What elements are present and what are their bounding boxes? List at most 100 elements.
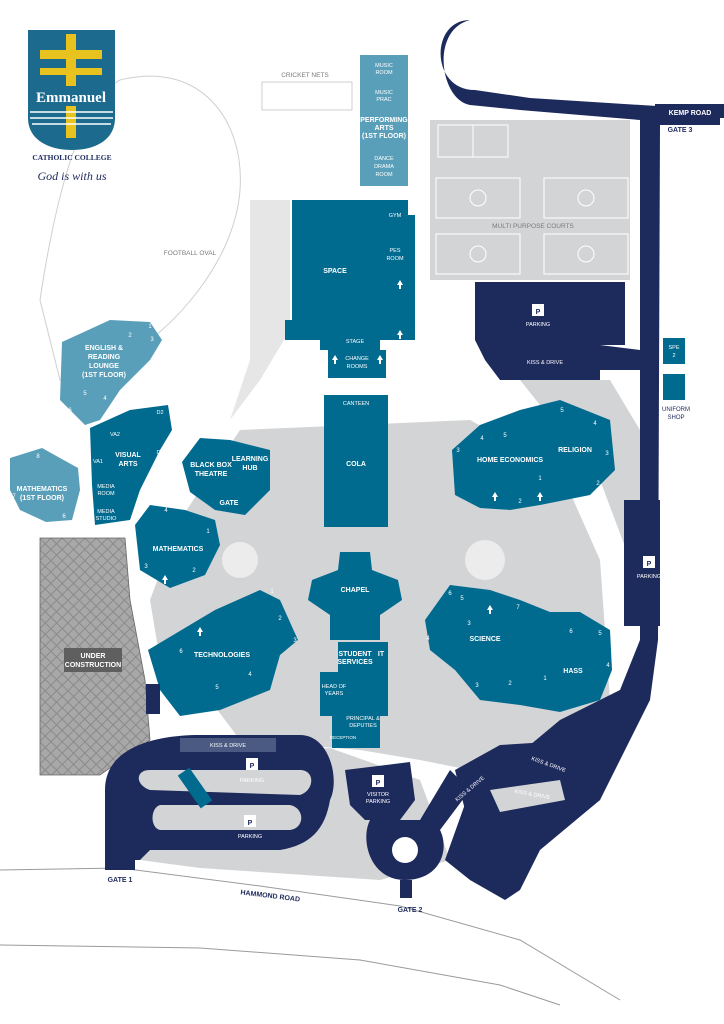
svg-text:6: 6 xyxy=(68,408,72,414)
svg-text:YEARS: YEARS xyxy=(325,691,344,697)
cricket-nets xyxy=(261,81,353,111)
svg-text:DEPUTIES: DEPUTIES xyxy=(349,723,377,729)
svg-text:3: 3 xyxy=(293,638,297,644)
svg-text:4: 4 xyxy=(593,421,597,427)
science-label: SCIENCE xyxy=(469,636,500,643)
svg-text:6: 6 xyxy=(448,591,452,597)
svg-text:GATE: GATE xyxy=(220,500,239,507)
svg-text:P: P xyxy=(647,561,652,568)
svg-text:ENGLISH &: ENGLISH & xyxy=(85,345,123,352)
svg-text:2: 2 xyxy=(278,616,282,622)
student-services-building xyxy=(320,642,388,748)
english-reading-lounge xyxy=(60,320,162,425)
svg-text:STAGE: STAGE xyxy=(346,339,365,345)
svg-text:DRAMA: DRAMA xyxy=(374,164,394,170)
svg-text:3: 3 xyxy=(467,621,471,627)
svg-text:6: 6 xyxy=(179,649,183,655)
chapel-building xyxy=(308,552,402,640)
svg-text:3: 3 xyxy=(475,683,479,689)
kiss-drive-southwest: KISS & DRIVE xyxy=(210,743,246,749)
visitor-parking xyxy=(345,762,415,820)
svg-text:7: 7 xyxy=(516,605,520,611)
space-building xyxy=(285,200,415,340)
svg-text:4: 4 xyxy=(480,436,484,442)
svg-text:PARKING: PARKING xyxy=(637,574,661,580)
svg-text:1: 1 xyxy=(543,676,547,682)
spe2-building xyxy=(663,338,685,364)
svg-text:VISITOR: VISITOR xyxy=(367,792,389,798)
svg-text:PARKING: PARKING xyxy=(526,322,550,328)
kiss-drive-north: KISS & DRIVE xyxy=(527,360,563,366)
svg-text:HUB: HUB xyxy=(242,465,257,472)
svg-text:5: 5 xyxy=(598,631,602,637)
chapel-label: CHAPEL xyxy=(341,587,371,594)
svg-text:CANTEEN: CANTEEN xyxy=(343,401,369,407)
hammond-road xyxy=(0,867,621,1001)
svg-text:SHOP: SHOP xyxy=(667,415,684,421)
parking-north xyxy=(475,282,625,380)
science-hass-building xyxy=(425,585,612,712)
svg-text:IT: IT xyxy=(378,651,385,658)
parking-marker-visitor: P VISITOR PARKING xyxy=(366,775,390,805)
svg-text:3: 3 xyxy=(605,451,609,457)
svg-text:LOUNGE: LOUNGE xyxy=(89,363,119,370)
svg-text:5: 5 xyxy=(503,433,507,439)
performing-arts xyxy=(360,110,408,148)
technologies-label: TECHNOLOGIES xyxy=(194,652,250,659)
svg-text:SERVICES: SERVICES xyxy=(337,659,373,666)
svg-text:2: 2 xyxy=(518,499,522,505)
svg-text:1: 1 xyxy=(270,589,274,595)
court-lines xyxy=(435,124,629,275)
svg-text:P: P xyxy=(250,763,255,770)
svg-text:P: P xyxy=(536,309,541,316)
svg-text:VA2: VA2 xyxy=(110,432,120,438)
parking-markers: P PARKING P PARKING P PARKING P PARKING … xyxy=(238,304,661,840)
blackbox-learning-hub xyxy=(182,438,270,515)
kemp-road-bar xyxy=(655,104,724,118)
roundabout-east xyxy=(465,540,505,580)
multi-purpose-courts xyxy=(430,120,630,280)
svg-text:(1ST FLOOR): (1ST FLOOR) xyxy=(362,133,406,140)
svg-text:MEDIA: MEDIA xyxy=(97,509,115,515)
svg-text:1: 1 xyxy=(538,476,542,482)
room-numbers: 1 2 3 4 5 6 3 4 5 6 7 1 2 3 4 5 6 4 5 3 … xyxy=(12,324,610,691)
svg-text:ARTS: ARTS xyxy=(374,125,393,132)
gate3-label: GATE 3 xyxy=(668,127,693,134)
svg-text:7: 7 xyxy=(12,494,16,500)
svg-text:ARTS: ARTS xyxy=(118,461,137,468)
svg-text:1: 1 xyxy=(148,324,152,330)
under-construction-label-bg xyxy=(64,648,122,672)
svg-text:3: 3 xyxy=(144,564,148,570)
svg-text:2: 2 xyxy=(596,481,600,487)
svg-text:PRAC: PRAC xyxy=(376,97,391,103)
svg-text:2: 2 xyxy=(192,568,196,574)
visual-arts-building xyxy=(90,405,172,525)
svg-text:2: 2 xyxy=(672,353,675,359)
space-label: SPACE xyxy=(323,268,347,275)
bus-bay xyxy=(177,767,213,809)
svg-text:P: P xyxy=(248,820,253,827)
logo-name: Emmanuel xyxy=(36,90,106,106)
svg-text:THEATRE: THEATRE xyxy=(195,471,228,478)
svg-text:4: 4 xyxy=(248,672,252,678)
svg-text:5: 5 xyxy=(215,685,219,691)
svg-text:PES: PES xyxy=(389,248,400,254)
svg-text:2: 2 xyxy=(128,333,132,339)
svg-text:PRINCIPAL &: PRINCIPAL & xyxy=(346,716,380,722)
svg-text:PARKING: PARKING xyxy=(240,778,264,784)
courts-label: MULTI PURPOSE COURTS xyxy=(492,223,574,230)
svg-text:1: 1 xyxy=(206,529,210,535)
gate1-label: GATE 1 xyxy=(108,877,133,884)
svg-text:PARKING: PARKING xyxy=(366,799,390,805)
svg-text:LEARNING: LEARNING xyxy=(232,456,269,463)
music-room xyxy=(360,55,408,85)
svg-text:STUDIO: STUDIO xyxy=(96,516,118,522)
svg-text:VA1: VA1 xyxy=(93,459,103,465)
svg-text:MUSIC: MUSIC xyxy=(375,90,393,96)
svg-text:(1ST FLOOR): (1ST FLOOR) xyxy=(82,372,126,379)
cricket-nets-label: CRICKET NETS xyxy=(281,72,329,79)
college-logo xyxy=(28,30,115,150)
gate2-label: GATE 2 xyxy=(398,907,423,914)
kemp-road-label: KEMP ROAD xyxy=(669,110,712,117)
